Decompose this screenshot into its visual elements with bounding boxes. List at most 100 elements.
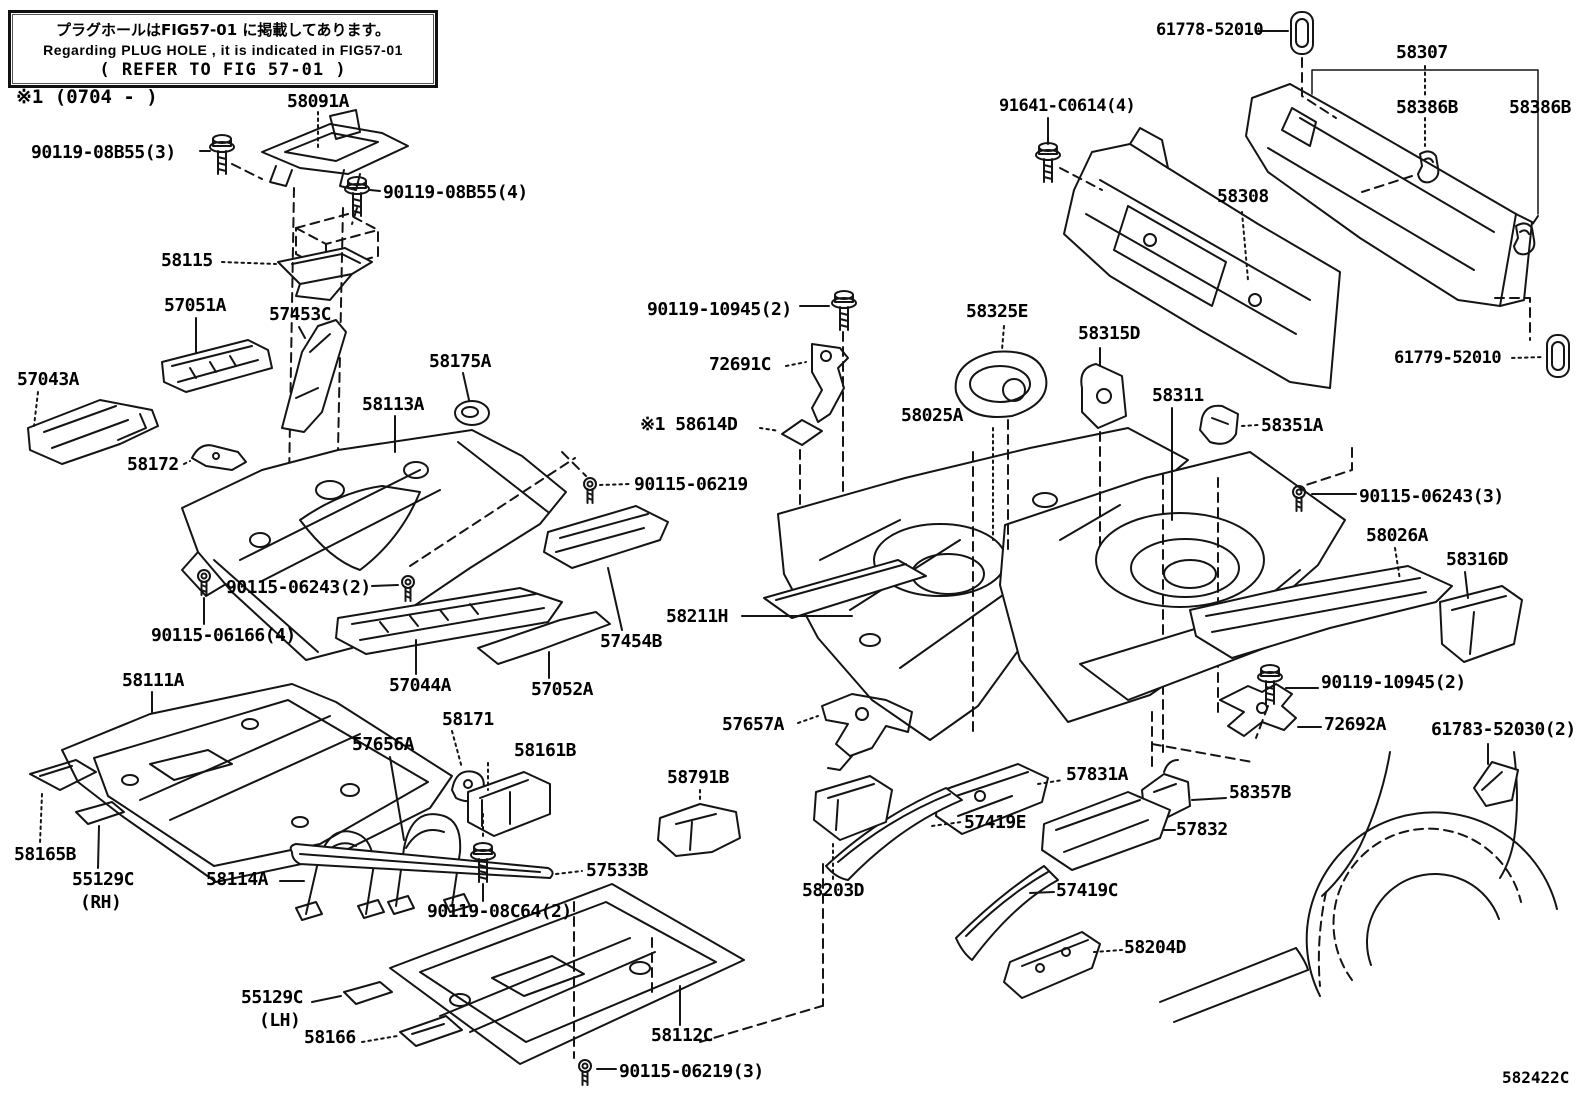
plug-hole-note-box: プラグホールはFIG57-01 に掲載してあります。 Regarding PLU… <box>8 10 438 88</box>
part-label-48-61779-52010: 61779-52010 <box>1394 348 1502 368</box>
part-label-2-90119-08B55-4-: 90119-08B55(4) <box>383 182 528 203</box>
part-label-35-58025A: 58025A <box>901 405 964 426</box>
part-label-59-58203D: 58203D <box>802 880 865 901</box>
part-label-28-58166: 58166 <box>304 1027 356 1048</box>
part-57419c-rail <box>955 865 1059 961</box>
part-label-12-58111A: 58111A <box>122 670 185 691</box>
part-58203d-bracket <box>813 775 893 881</box>
part-58166-pad <box>361 1015 463 1047</box>
part-label-8-58113A: 58113A <box>362 394 425 415</box>
bolt-90119-08c64-2 <box>470 811 496 902</box>
screw-90115-06219-left <box>561 451 631 504</box>
part-58325e-plate <box>954 325 1048 553</box>
part-label-52-90119-10945-2-: 90119-10945(2) <box>1321 672 1466 693</box>
part-label-19-58791B: 58791B <box>667 767 730 788</box>
part-label-49-90115-06243-3-: 90115-06243(3) <box>1359 486 1504 507</box>
bracket-line-58307 <box>1311 65 1539 215</box>
part-label-23-55129C: 55129C <box>72 869 135 890</box>
part-label-13-57044A: 57044A <box>389 675 452 696</box>
part-label-24--RH-: (RH) <box>80 892 122 913</box>
part-58351a-clip <box>1199 404 1259 445</box>
part-label-43-58307: 58307 <box>1396 42 1448 63</box>
part-label-29-58112C: 58112C <box>651 1025 714 1046</box>
screw-90115-06243-2 <box>371 457 576 602</box>
part-57454b-crossmember <box>543 505 669 631</box>
part-58386b-clip-right <box>1513 215 1539 256</box>
part-58211h-front-edge <box>741 559 927 619</box>
part-58316d-bracket <box>1439 571 1523 663</box>
part-57832-plate <box>1041 791 1176 871</box>
part-58161b-bracket <box>467 762 551 837</box>
note-line-reference: ( REFER TO FIG 57-01 ) <box>99 60 347 80</box>
variant-note: ※1 (0704 - ) <box>16 86 158 108</box>
screw-90115-06219-3 <box>578 1059 617 1086</box>
part-58791b-bracket <box>657 789 741 857</box>
part-label-18-57657A: 57657A <box>722 714 785 735</box>
part-57656a-brace <box>387 756 471 915</box>
part-label-44-91641-C0614-4-: 91641-C0614(4) <box>999 96 1136 116</box>
part-quarter-panel-wheel-arch <box>1159 751 1558 1023</box>
part-label-15-58171: 58171 <box>442 709 494 730</box>
part-label-41-57454B: 57454B <box>600 631 663 652</box>
part-72692a-bracket <box>1151 683 1322 763</box>
part-58175a-grommet <box>454 372 490 426</box>
part-label-14-57052A: 57052A <box>531 679 594 700</box>
part-57043a-bracket <box>27 391 159 465</box>
bolt-91641-c0614-4 <box>1035 117 1103 191</box>
part-58165b-pad <box>29 759 97 844</box>
part-61783-clip <box>1473 743 1519 807</box>
part-58357b-clip <box>1141 711 1227 819</box>
part-label-39-58351A: 58351A <box>1261 415 1324 436</box>
part-label-45-58386B: 58386B <box>1396 97 1459 118</box>
part-58386b-clip-left <box>1361 150 1440 193</box>
part-label-21-90119-08C64-2-: 90119-08C64(2) <box>427 901 572 922</box>
part-58308-lower-back-panel <box>1063 127 1341 389</box>
part-label-11-90115-06166-4-: 90115-06166(4) <box>151 625 296 646</box>
part-58315d-bracket <box>1080 347 1127 549</box>
part-58614d-shim <box>759 419 823 556</box>
part-58026a-side-member <box>1189 547 1453 659</box>
screw-90115-06243-3 <box>1292 447 1357 512</box>
part-58091a-bracket <box>261 109 409 191</box>
part-label-38-58311: 58311 <box>1152 385 1204 406</box>
part-label-34-90115-06219: 90115-06219 <box>634 474 748 495</box>
part-58113a-front-floor-pan <box>181 415 567 661</box>
note-line-japanese: プラグホールはFIG57-01 に掲載してあります。 <box>56 21 390 39</box>
part-label-60-57419C: 57419C <box>1056 880 1119 901</box>
part-label-55-57831A: 57831A <box>1066 764 1129 785</box>
part-label-33--1-58614D: ※1 58614D <box>640 414 738 435</box>
part-58112c-floor-panel <box>389 863 824 1065</box>
part-label-50-58026A: 58026A <box>1366 525 1429 546</box>
part-label-42-61778-52010: 61778-52010 <box>1156 20 1264 40</box>
part-label-51-58316D: 58316D <box>1446 549 1509 570</box>
part-label-31-90119-10945-2-: 90119-10945(2) <box>647 299 792 320</box>
part-label-1-90119-08B55-3-: 90119-08B55(3) <box>31 142 176 163</box>
part-label-16-57656A: 57656A <box>352 734 415 755</box>
part-label-46-58386B: 58386B <box>1509 97 1572 118</box>
part-55129c-lh-pad <box>311 981 393 1005</box>
part-label-56-58357B: 58357B <box>1229 782 1292 803</box>
part-label-30-90115-06219-3-: 90115-06219(3) <box>619 1061 764 1082</box>
part-label-40-58211H: 58211H <box>666 606 729 627</box>
part-58172-bracket <box>183 444 247 471</box>
part-label-58-57832: 57832 <box>1176 819 1228 840</box>
part-57051a-crossmember <box>161 317 273 393</box>
note-line-english: Regarding PLUG HOLE , it is indicated in… <box>43 42 403 58</box>
part-57533b-strip <box>289 843 583 879</box>
screw-90115-06166-4 <box>197 569 211 625</box>
part-label-27--LH-: (LH) <box>259 1010 301 1031</box>
part-label-0-58091A: 58091A <box>287 91 350 112</box>
part-58204d-crossmember <box>1003 931 1123 999</box>
part-61778-grommet <box>1257 11 1337 119</box>
part-label-53-72692A: 72692A <box>1324 714 1387 735</box>
part-label-3-58115: 58115 <box>161 250 213 271</box>
part-57657a-bracket <box>797 693 913 771</box>
part-label-54-61783-52030-2-: 61783-52030(2) <box>1431 719 1576 740</box>
part-label-47-58308: 58308 <box>1217 186 1269 207</box>
part-label-25-58114A: 58114A <box>206 869 269 890</box>
part-label-5-57453C: 57453C <box>269 304 332 325</box>
part-72691c-bracket <box>785 343 849 423</box>
bolt-90119-08b55-4 <box>344 176 381 225</box>
part-label-22-58165B: 58165B <box>14 844 77 865</box>
